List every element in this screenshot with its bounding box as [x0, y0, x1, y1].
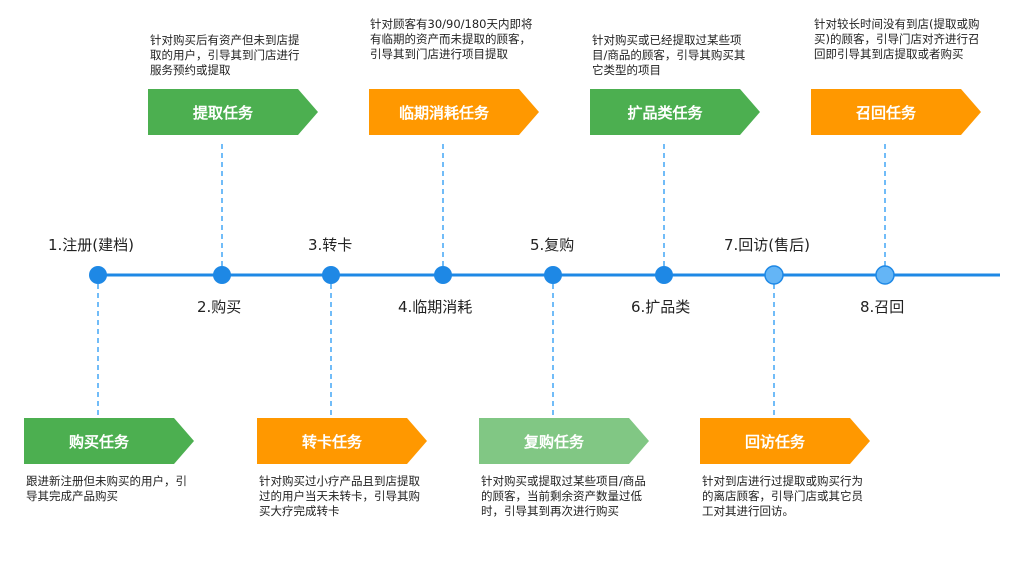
step-dot-3 — [322, 266, 340, 284]
banner-pickup-title: 提取任务 — [193, 104, 254, 122]
banner-pickup: 提取任务 — [148, 89, 318, 135]
banner-recall-title: 召回任务 — [856, 104, 917, 122]
banner-expiring-title: 临期消耗任务 — [399, 104, 490, 122]
banner-category-expand-title: 扩品类任务 — [627, 104, 703, 122]
step-label-4: 4.临期消耗 — [398, 298, 473, 316]
step-dot-4 — [434, 266, 452, 284]
banner-recall: 召回任务 — [811, 89, 981, 135]
desc-purchase: 跟进新注册但未购买的用户，引导其完成产品购买 — [26, 474, 187, 503]
banner-expiring: 临期消耗任务 — [369, 89, 539, 135]
step-dot-1 — [89, 266, 107, 284]
banner-repurchase-title: 复购任务 — [523, 433, 585, 451]
banner-card-transfer-title: 转卡任务 — [302, 433, 363, 451]
step-dot-5 — [544, 266, 562, 284]
banner-purchase-title: 购买任务 — [69, 433, 130, 451]
step-dot-2 — [213, 266, 231, 284]
banner-repurchase: 复购任务 — [479, 418, 649, 464]
desc-expiring: 针对顾客有30/90/180天内即将有临期的资产而未提取的顾客，引导其到门店进行… — [370, 17, 533, 61]
step-label-2: 2.购买 — [197, 298, 242, 316]
banner-category-expand: 扩品类任务 — [590, 89, 760, 135]
step-label-3: 3.转卡 — [308, 236, 353, 254]
step-dot-8 — [875, 265, 895, 285]
step-label-6: 6.扩品类 — [631, 298, 691, 316]
step-label-7: 7.回访(售后) — [724, 236, 811, 254]
desc-recall: 针对较长时间没有到店(提取或购买)的顾客，引导门店对齐进行召回即引导其到店提取或… — [814, 17, 980, 61]
banner-purchase: 购买任务 — [24, 418, 194, 464]
banner-card-transfer: 转卡任务 — [257, 418, 427, 464]
banner-revisit-title: 回访任务 — [745, 433, 806, 451]
desc-revisit: 针对到店进行过提取或购买行为的离店顾客，引导门店或其它员工对其进行回访。 — [702, 474, 863, 518]
step-dot-6 — [655, 266, 673, 284]
banner-revisit: 回访任务 — [700, 418, 870, 464]
step-label-1: 1.注册(建档) — [48, 236, 135, 254]
desc-repurchase: 针对购买或提取过某些项目/商品的顾客，当前剩余资产数量过低时，引导其到再次进行购… — [481, 474, 646, 518]
desc-category-expand: 针对购买或已经提取过某些项目/商品的顾客，引导其购买其它类型的项目 — [592, 33, 746, 77]
desc-pickup: 针对购买后有资产但未到店提取的用户，引导其到门店进行服务预约或提取 — [150, 33, 300, 77]
step-dot-7 — [764, 265, 784, 285]
step-label-8: 8.召回 — [860, 298, 905, 316]
desc-card-transfer: 针对购买过小疗产品且到店提取过的用户当天未转卡，引导其购买大疗完成转卡 — [259, 474, 420, 518]
step-label-5: 5.复购 — [530, 236, 575, 254]
